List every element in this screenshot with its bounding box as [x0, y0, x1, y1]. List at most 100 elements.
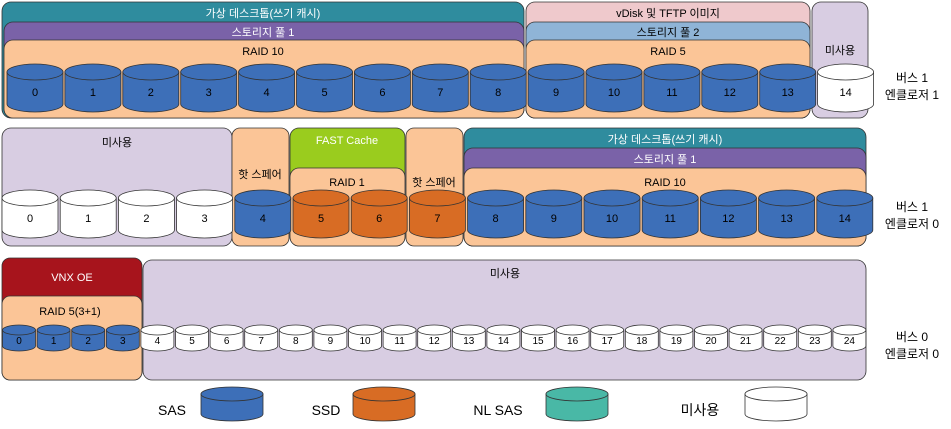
- row2-disk-8: 8: [467, 189, 525, 239]
- row1-disk-9-body: [527, 71, 585, 113]
- row1-pink-label: vDisk 및 TFTP 이미지: [616, 7, 720, 20]
- row3-bus-label: 버스 0: [896, 330, 928, 344]
- row2-teal-label: 가상 데스크톱(쓰기 캐시): [608, 133, 723, 146]
- row3-disk-17: 17: [590, 324, 625, 352]
- row2-disk-6-top: [350, 189, 408, 207]
- row3-disk-7-body: [244, 329, 279, 352]
- row1-disk-8-label: 8: [495, 87, 501, 99]
- row3-disk-11-top: [382, 324, 417, 336]
- row3-disk-20-body: [694, 329, 728, 352]
- row3-disk-1-body: [36, 329, 71, 352]
- row1-disk-13: 13: [759, 63, 817, 113]
- row3-raid5-label: RAID 5(3+1): [39, 306, 100, 318]
- row1-disk-4-top: [238, 63, 296, 81]
- row1-disk-2-top: [122, 63, 180, 81]
- row2-disk-8-label: 8: [493, 213, 499, 225]
- row2-disk-1-top: [59, 189, 117, 207]
- row3-disk-9-top: [313, 324, 348, 336]
- row3-disk-15: 15: [521, 324, 555, 352]
- row2-disk-2-body: [118, 197, 175, 239]
- row3-disk-2-label: 2: [85, 336, 91, 347]
- row3-disk-2-body: [71, 329, 106, 352]
- row2-group: 미사용 핫 스페어 FAST Cache RAID 1 핫 스페어 가상 데스크…: [1, 127, 939, 247]
- row3-disk-10-top: [348, 324, 382, 336]
- row3-disk-12: 12: [417, 324, 452, 352]
- row1-unused-label: 미사용: [825, 44, 855, 57]
- row1-disk-8: 8: [469, 63, 527, 113]
- row3-disk-13-label: 13: [463, 336, 475, 347]
- row2-disk-11-top: [641, 189, 699, 207]
- row1-disk-7-label: 7: [437, 87, 443, 99]
- row1-disk-0-label: 0: [32, 87, 38, 99]
- row1-disk-14-body: [817, 71, 874, 113]
- row3-disk-10-body: [348, 329, 382, 352]
- row1-teal-label: 가상 데스크톱(쓰기 캐시): [206, 7, 321, 20]
- row3-disk-18: 18: [624, 324, 659, 352]
- row3-disk-3-label: 3: [120, 336, 126, 347]
- row1-disk-11: 11: [643, 63, 701, 113]
- row1-disk-1: 1: [64, 63, 122, 113]
- row3-disk-3: 3: [105, 324, 140, 352]
- row1-disk-11-label: 11: [666, 87, 677, 99]
- row3-disk-23-top: [797, 324, 832, 336]
- row3-disk-22-label: 22: [775, 336, 787, 347]
- row3-disk-7-top: [244, 324, 279, 336]
- row1-disk-8-top: [469, 63, 527, 81]
- row1-group: 가상 데스크톱(쓰기 캐시) vDisk 및 TFTP 이미지 스토리지 풀 1…: [1, 1, 939, 119]
- row3-disk-23-body: [797, 329, 832, 352]
- row1-disk-8-body: [469, 71, 527, 113]
- row3-disk-5-body: [175, 329, 209, 352]
- legend-swatch-top-ssd: [352, 386, 416, 402]
- row3-disk-21-label: 21: [740, 336, 752, 347]
- row3-disk-18-body: [624, 329, 659, 352]
- row3-disk-4: 4: [140, 324, 175, 352]
- row1-disk-6-label: 6: [379, 87, 385, 99]
- row3-disk-0-top: [2, 324, 36, 336]
- row1-disk-5-top: [296, 63, 353, 81]
- row2-disk-5-label: 5: [318, 213, 324, 225]
- row3-disk-7-label: 7: [258, 336, 264, 347]
- row1-disk-1-top: [64, 63, 122, 81]
- row2-disk-10-label: 10: [606, 213, 618, 225]
- row3-disk-8-body: [278, 329, 313, 352]
- row2-disk-0-body: [1, 197, 59, 239]
- row3-disk-4-top: [140, 324, 175, 336]
- row2-disk-13-body: [758, 197, 815, 239]
- row2-disk-7: 7: [408, 189, 466, 239]
- row2-disk-7-top: [408, 189, 466, 207]
- row1-disk-14: 14: [817, 63, 874, 113]
- row1-disk-7-top: [411, 63, 469, 81]
- row3-disk-9: 9: [313, 324, 348, 352]
- row3-disk-24-label: 24: [844, 336, 856, 347]
- row3-disk-24-top: [832, 324, 867, 336]
- row2-disk-8-top: [467, 189, 525, 207]
- row1-disk-1-body: [64, 71, 122, 113]
- row1-disk-0: 0: [6, 63, 64, 113]
- row1-disk-5: 5: [296, 63, 353, 113]
- row2-disk-2-top: [117, 189, 175, 207]
- legend-swatch-body-nlsas: [545, 393, 609, 422]
- row3-disk-6: 6: [209, 324, 244, 352]
- row2-disk-2: 2: [117, 189, 175, 239]
- row2-disk-11: 11: [641, 189, 699, 239]
- row2-disk-13-top: [758, 189, 815, 207]
- row3-disk-13: 13: [451, 324, 486, 352]
- row2-disk-3-body: [176, 197, 233, 239]
- row3-disk-19-label: 19: [671, 336, 683, 347]
- row1-disk-12-label: 12: [724, 87, 736, 99]
- row2-disk-4: 4: [234, 189, 292, 239]
- row1-disk-2: 2: [122, 63, 180, 113]
- row1-disk-7: 7: [411, 63, 469, 113]
- row2-disk-0: 0: [1, 189, 59, 239]
- row1-disk-13-label: 13: [782, 87, 794, 99]
- row2-disk-7-label: 7: [434, 213, 440, 225]
- row2-disk-7-body: [409, 197, 466, 239]
- row3-disk-5: 5: [175, 324, 209, 352]
- row3-disk-6-label: 6: [224, 336, 230, 347]
- row1-disk-6-body: [354, 71, 411, 113]
- row2-disk-9-body: [525, 197, 583, 239]
- row1-disk-10-label: 10: [608, 87, 620, 99]
- row3-disk-16-label: 16: [567, 336, 579, 347]
